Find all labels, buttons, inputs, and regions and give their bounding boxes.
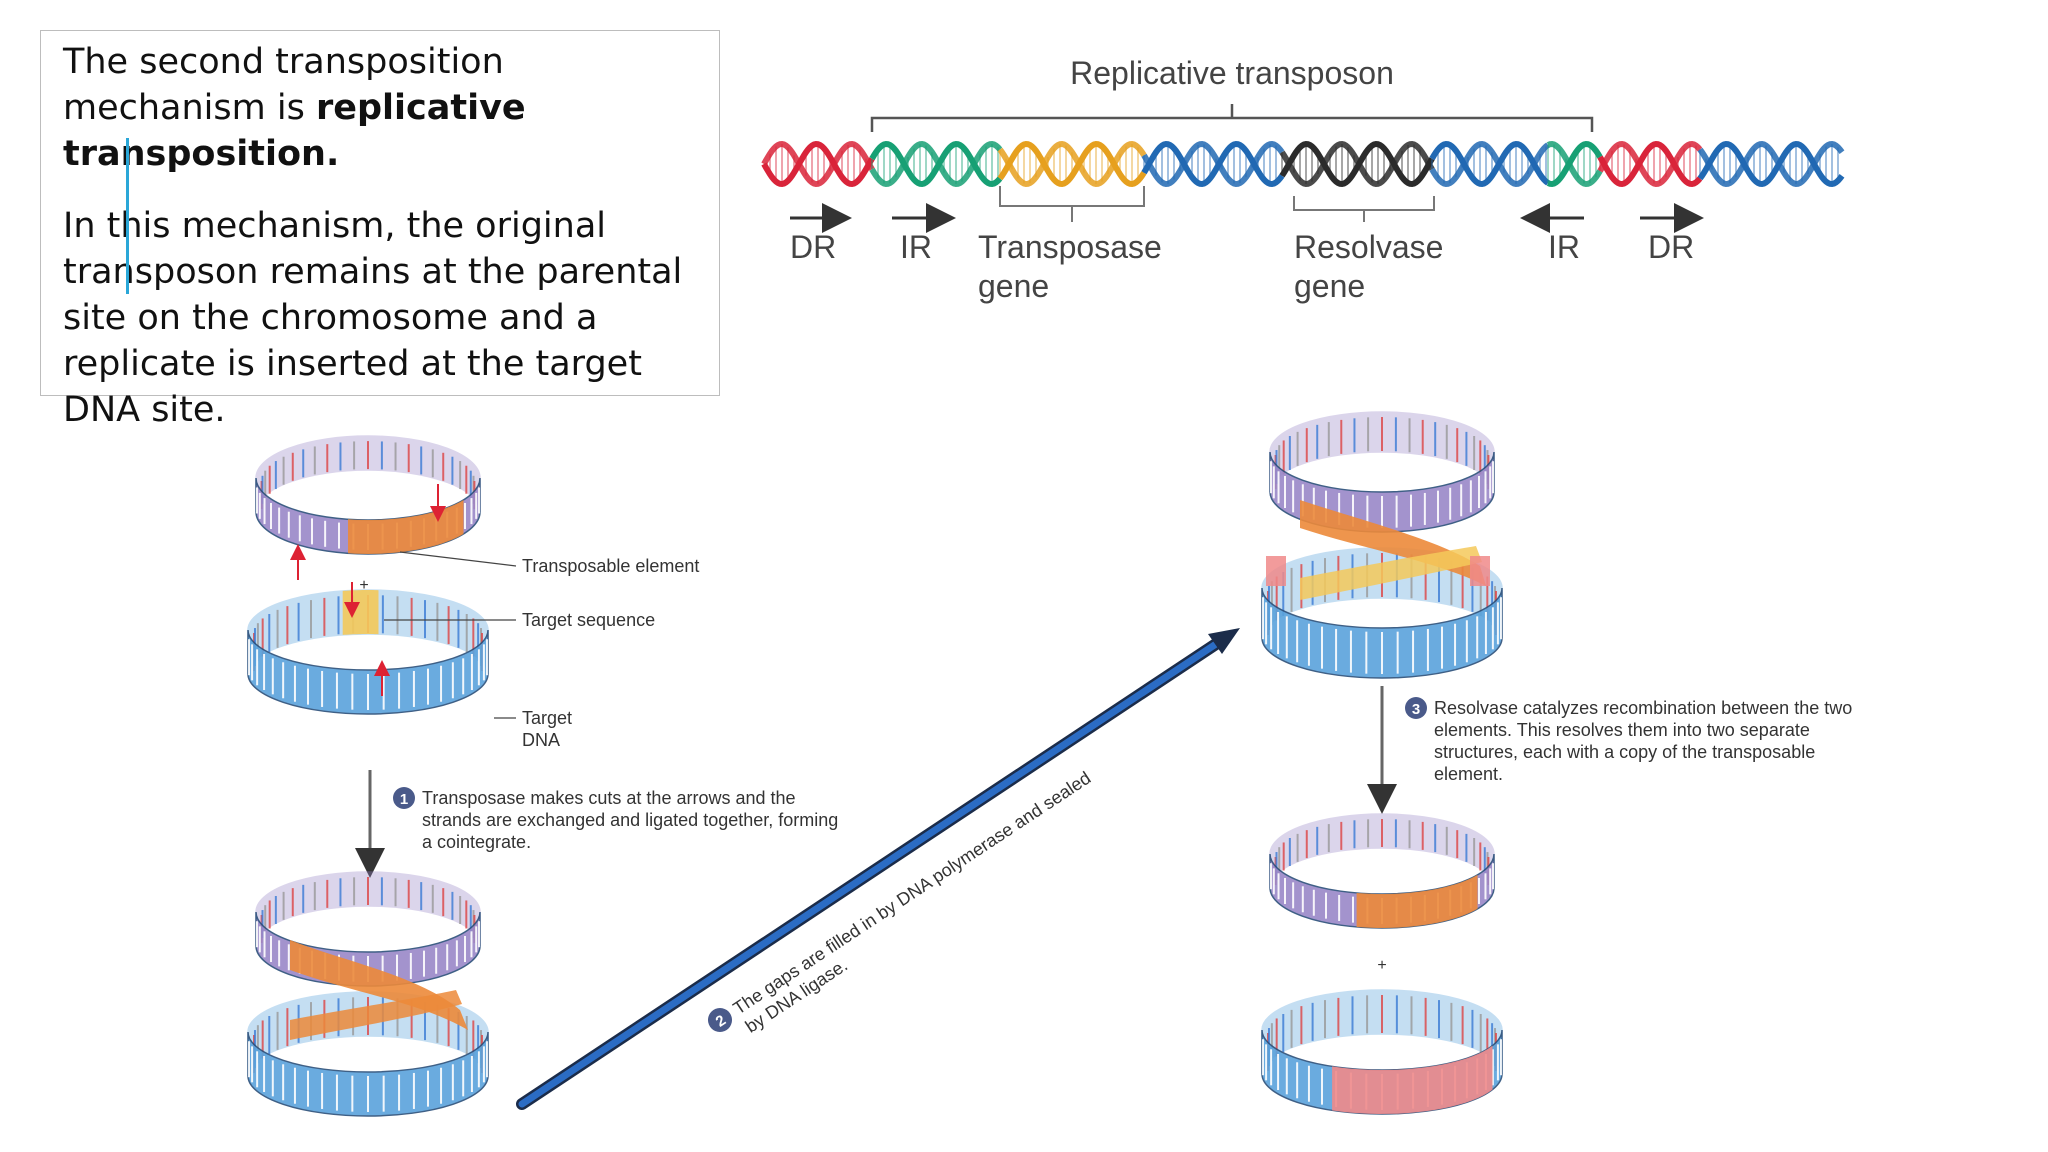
step1-text-3: a cointegrate. [422, 832, 531, 852]
plus-sign-left: + [359, 577, 368, 594]
heading-plain: The second transposition mechanism is [63, 42, 504, 128]
step3-badge [1405, 697, 1427, 719]
step1-text-2: strands are exchanged and ligated togeth… [422, 810, 838, 830]
step1-badge [393, 787, 415, 809]
label-dr-right: DR [1648, 229, 1694, 265]
step2-caption: 2 The gaps are filled in by DNA polymera… [708, 768, 1094, 1037]
heading-line: The second transposition mechanism is re… [63, 39, 697, 177]
step3-text-1: Resolvase catalyzes recombination betwee… [1434, 698, 1852, 718]
label-transposase-gene: gene [978, 268, 1049, 304]
step1-number: 1 [400, 791, 408, 808]
label-transposable-element: Transposable element [522, 556, 699, 576]
leader-transposable [399, 551, 517, 567]
transposase-bracket [999, 186, 1145, 222]
heading-bold: replicative transposition. [63, 88, 526, 174]
plus-sign-right: + [1377, 957, 1386, 974]
step1-text-1: Transposase makes cuts at the arrows and… [422, 788, 796, 808]
label-transposase: Transposase [978, 229, 1162, 265]
target-ring [247, 589, 489, 715]
label-ir-right: IR [1548, 229, 1580, 265]
cointegrate-left [247, 871, 489, 1117]
label-resolvase-gene: gene [1294, 268, 1365, 304]
transposon-title: Replicative transposon [1070, 55, 1394, 91]
text-box: The second transposition mechanism is re… [40, 30, 720, 430]
transposon-helix [761, 140, 1845, 188]
donor-ring [255, 435, 481, 555]
body-text: In this mechanism, the original transpos… [63, 206, 683, 430]
resolvase-bracket [1293, 196, 1435, 222]
step2-arrow [516, 628, 1240, 1110]
label-resolvase: Resolvase [1294, 229, 1443, 265]
cointegrate-right [1261, 411, 1503, 679]
step3-text-3: structures, each with a copy of the tran… [1434, 742, 1815, 762]
label-target-sequence: Target sequence [522, 610, 655, 630]
label-target-dna-2: DNA [522, 730, 560, 750]
text-cursor [126, 138, 129, 294]
step2-badge [708, 1008, 732, 1032]
transposon-bracket [870, 104, 1594, 132]
step3-text-4: element. [1434, 764, 1503, 784]
label-ir-left: IR [900, 229, 932, 265]
product-ring-1 [1269, 813, 1495, 929]
label-target-dna: Target [522, 708, 572, 728]
product-ring-2 [1261, 989, 1503, 1115]
label-dr-left: DR [790, 229, 836, 265]
step3-text-2: elements. This resolves them into two se… [1434, 720, 1810, 740]
step3-number: 3 [1412, 701, 1420, 718]
